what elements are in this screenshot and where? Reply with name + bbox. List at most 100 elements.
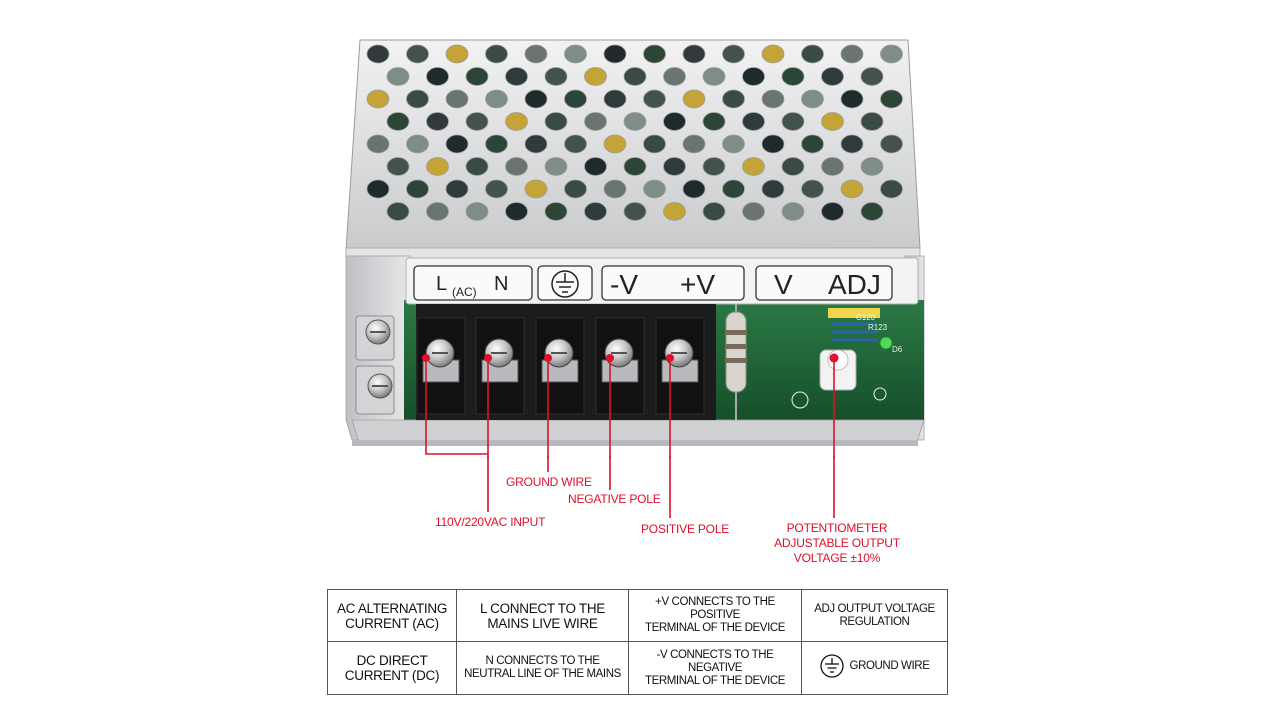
- vent-hole: [426, 67, 449, 86]
- vent-hole: [603, 44, 627, 64]
- callout-potentiometer-line2: ADJUSTABLE OUTPUT: [774, 536, 900, 550]
- vent-hole: [465, 157, 489, 176]
- vent-hole: [781, 112, 805, 131]
- vent-hole: [722, 89, 745, 109]
- callout-positive-pole: POSITIVE POLE: [641, 522, 730, 536]
- vent-hole: [742, 157, 765, 176]
- legend-plus-v-line1: +V CONNECTS TO THE POSITIVE: [655, 596, 775, 621]
- vent-hole: [564, 179, 587, 199]
- vent-hole: [584, 202, 607, 221]
- vent-hole: [623, 157, 647, 176]
- vent-hole: [880, 89, 903, 109]
- vent-hole: [623, 202, 647, 221]
- vent-hole: [742, 202, 765, 221]
- label-ac: (AC): [452, 285, 477, 299]
- vent-hole: [722, 44, 745, 64]
- legend-cell-dc: DC DIRECT CURRENT (DC): [327, 641, 457, 695]
- legend-cell-minus-v: -V CONNECTS TO THE NEGATIVE TERMINAL OF …: [628, 641, 802, 695]
- callout-lines: [425, 358, 835, 458]
- vent-hole: [485, 134, 508, 154]
- legend-cell-l: L CONNECT TO THE MAINS LIVE WIRE: [456, 589, 629, 642]
- vent-hole: [544, 202, 568, 221]
- vent-hole: [663, 157, 686, 176]
- callout-ac-input: 110V/220VAC INPUT: [435, 515, 546, 529]
- vent-hole: [603, 89, 627, 109]
- vent-hole: [505, 67, 528, 86]
- vent-hole: [366, 179, 390, 199]
- legend-n-line2: NEUTRAL LINE OF THE MAINS: [464, 668, 621, 680]
- vent-hole: [564, 44, 587, 64]
- vent-hole: [406, 44, 429, 64]
- vent-hole: [781, 67, 805, 86]
- vent-hole: [702, 67, 726, 86]
- vent-hole: [564, 89, 587, 109]
- callout-negative-pole: NEGATIVE POLE: [568, 492, 661, 506]
- callout-dots: [422, 353, 839, 363]
- callout-ground-wire: GROUND WIRE: [506, 475, 592, 489]
- vent-hole: [524, 44, 548, 64]
- vent-hole: [465, 112, 489, 131]
- label-l: L: [436, 273, 447, 295]
- vent-hole: [682, 89, 706, 109]
- perforated-cover: [345, 39, 921, 251]
- vent-hole: [544, 157, 568, 176]
- vent-hole: [860, 157, 884, 176]
- vent-hole: [880, 44, 903, 64]
- callout-potentiometer-line3: VOLTAGE ±10%: [793, 551, 881, 565]
- vent-hole: [584, 112, 607, 131]
- vent-hole: [426, 202, 449, 221]
- legend-cell-plus-v: +V CONNECTS TO THE POSITIVE TERMINAL OF …: [628, 589, 802, 642]
- vent-hole: [623, 112, 647, 131]
- legend-l-line1: L CONNECT TO THE: [480, 600, 605, 616]
- vent-hole: [406, 89, 429, 109]
- vent-hole: [445, 44, 469, 64]
- vent-hole: [544, 112, 568, 131]
- vent-hole: [505, 202, 528, 221]
- vent-hole: [544, 67, 568, 86]
- label-minus-v: -V: [610, 269, 638, 300]
- vent-hole: [821, 157, 844, 176]
- legend-minus-v-line1: -V CONNECTS TO THE NEGATIVE: [656, 648, 774, 674]
- vent-hole: [564, 134, 587, 154]
- vent-hole: [702, 202, 726, 221]
- legend-row: AC ALTERNATING CURRENT (AC) L CONNECT TO…: [327, 589, 948, 642]
- vent-hole: [465, 202, 489, 221]
- vent-hole: [722, 134, 745, 154]
- vent-hole: [603, 179, 627, 199]
- vent-hole: [821, 67, 844, 86]
- pcb-mark-r123: R123: [868, 323, 888, 332]
- legend-adj-line2: REGULATION: [839, 615, 910, 628]
- vent-hole: [406, 134, 429, 154]
- vent-hole: [840, 134, 864, 154]
- vent-hole: [860, 202, 884, 221]
- vent-hole: [643, 89, 666, 109]
- vent-hole: [366, 134, 390, 154]
- vent-hole: [426, 157, 449, 176]
- vent-hole: [366, 89, 390, 109]
- vent-hole: [761, 44, 785, 64]
- vent-hole: [702, 112, 726, 131]
- power-resistor: [725, 304, 747, 420]
- cover-lip: [345, 247, 921, 259]
- vent-hole: [445, 134, 469, 154]
- vent-hole: [761, 89, 785, 109]
- vent-hole: [485, 89, 508, 109]
- legend-ground-label: GROUND WIRE: [849, 659, 930, 672]
- vent-hole: [524, 179, 548, 199]
- legend-cell-adj: ADJ OUTPUT VOLTAGE REGULATION: [801, 589, 948, 642]
- vent-hole: [761, 179, 785, 199]
- vent-hole: [840, 89, 864, 109]
- vent-hole: [386, 157, 410, 176]
- label-n: N: [494, 273, 508, 295]
- vent-hole: [682, 179, 706, 199]
- vent-hole: [524, 89, 548, 109]
- ground-symbol-icon: [819, 654, 844, 678]
- legend-plus-v-line2: TERMINAL OF THE DEVICE: [644, 622, 786, 634]
- label-plus-v: +V: [680, 269, 715, 300]
- vent-hole: [821, 112, 844, 131]
- vent-hole: [781, 157, 805, 176]
- legend-dc-line1: DC DIRECT: [356, 653, 428, 668]
- vent-hole: [643, 134, 666, 154]
- vent-hole: [643, 179, 666, 199]
